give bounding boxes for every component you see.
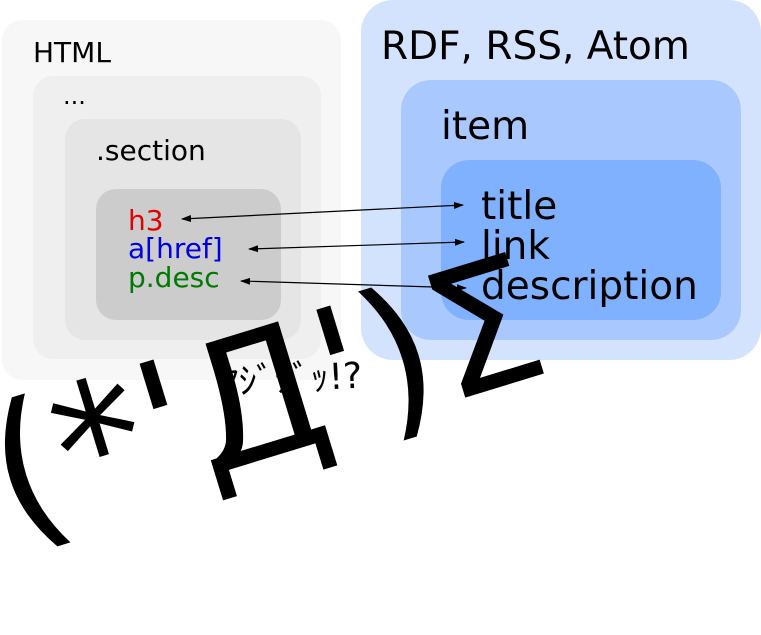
field-title: title bbox=[481, 184, 558, 229]
selector-p-desc: p.desc bbox=[128, 261, 220, 294]
section-label: .section bbox=[96, 134, 206, 167]
fields-container bbox=[441, 160, 721, 320]
field-link: link bbox=[481, 224, 550, 269]
selector-a-href: a[href] bbox=[128, 232, 223, 265]
html-label: HTML bbox=[33, 36, 111, 69]
selector-h3: h3 bbox=[128, 204, 164, 237]
arrow-h3-title bbox=[181, 201, 464, 223]
field-description: description bbox=[481, 264, 698, 309]
feed-formats-label: RDF, RSS, Atom bbox=[381, 24, 690, 69]
arrow-p-description bbox=[240, 277, 467, 292]
ellipsis-label: ... bbox=[63, 82, 86, 110]
arrow-a-link bbox=[248, 238, 465, 253]
item-label: item bbox=[441, 104, 530, 149]
